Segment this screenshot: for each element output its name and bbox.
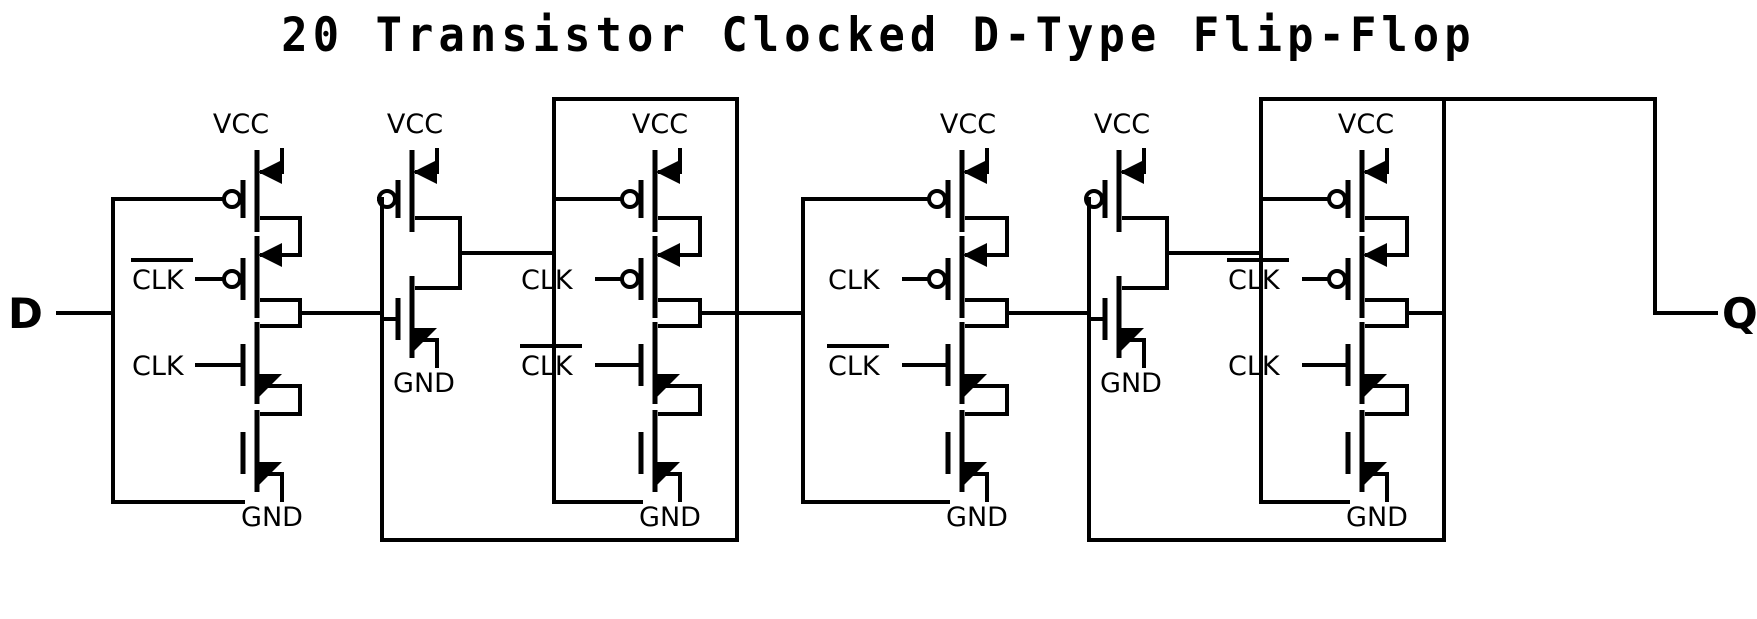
transistor-n2-d <box>111 384 302 504</box>
gnd-label-2: GND <box>393 368 455 399</box>
gate-bubble-icon <box>1327 269 1347 289</box>
clk-label-g3: CLK <box>521 265 574 296</box>
transistor-n6-clkbar <box>902 298 1009 404</box>
transistor-n4-clkbar <box>595 298 702 404</box>
gnd-label-3: GND <box>639 502 701 533</box>
gate-bubble-icon <box>927 189 947 209</box>
stage-2-inverter <box>377 148 556 542</box>
transistor-n10-fb <box>1259 384 1409 504</box>
page-title: 20 Transistor Clocked D-Type Flip-Flop <box>281 8 1476 63</box>
stage-1-clocked-inverter <box>56 148 384 504</box>
svg-text:CLK: CLK <box>1228 265 1281 296</box>
stage-3-feedback-clocked-inverter <box>380 97 739 542</box>
stage-4-clocked-inverter <box>735 148 1091 504</box>
gate-bubble-icon <box>927 269 947 289</box>
transistor-n8 <box>1087 251 1169 368</box>
clk-label-g4: CLK <box>828 265 881 296</box>
transistor-n5-fb <box>552 384 702 504</box>
output-label: Q <box>1722 289 1757 338</box>
vcc-label-3: VCC <box>632 109 688 140</box>
transistor-p3 <box>377 150 462 255</box>
transistor-p5-clk <box>595 216 702 318</box>
q-output-wire <box>1653 97 1718 315</box>
transistor-p6 <box>801 150 1009 232</box>
gate-bubble-icon <box>1327 189 1347 209</box>
transistor-n1-clk <box>195 298 302 404</box>
clk-label-g6: CLK <box>1228 351 1281 382</box>
gate-bubble-icon <box>222 189 242 209</box>
clk-bar-label-g4: CLK <box>827 344 889 382</box>
gate-bubble-icon <box>222 269 242 289</box>
vcc-label-4: VCC <box>940 109 996 140</box>
svg-text:CLK: CLK <box>521 351 574 382</box>
transistor-p2-clkbar <box>195 216 302 318</box>
stage-6-feedback-clocked-inverter <box>1087 97 1657 542</box>
transistor-p1-d <box>111 150 284 232</box>
vcc-label-1: VCC <box>213 109 269 140</box>
input-label: D <box>8 289 43 338</box>
svg-text:CLK: CLK <box>132 265 185 296</box>
clk-bar-label-g6: CLK <box>1227 258 1289 296</box>
transistor-n3 <box>380 251 462 368</box>
clk-bar-label-g3: CLK <box>520 344 582 382</box>
transistor-p10-clkbar <box>1302 216 1409 318</box>
gate-bubble-icon <box>620 189 640 209</box>
vcc-label-2: VCC <box>387 109 443 140</box>
vcc-label-6: VCC <box>1338 109 1394 140</box>
transistor-n7 <box>801 384 1009 504</box>
transistor-p7-clk <box>902 216 1009 318</box>
transistor-p4-fb <box>552 150 702 232</box>
clk-label-g1: CLK <box>132 351 185 382</box>
gnd-label-5: GND <box>1100 368 1162 399</box>
vcc-label-5: VCC <box>1094 109 1150 140</box>
svg-text:CLK: CLK <box>828 351 881 382</box>
transistor-p8 <box>1084 150 1169 255</box>
gate-bubble-icon <box>620 269 640 289</box>
transistor-p9-fb <box>1259 150 1409 232</box>
clk-bar-label-g1: CLK <box>131 258 193 296</box>
transistor-n9-clk <box>1302 298 1409 404</box>
gnd-label-4: GND <box>946 502 1008 533</box>
gnd-label-6: GND <box>1346 502 1408 533</box>
gnd-label-1: GND <box>241 502 303 533</box>
stage-5-inverter <box>1084 148 1263 542</box>
